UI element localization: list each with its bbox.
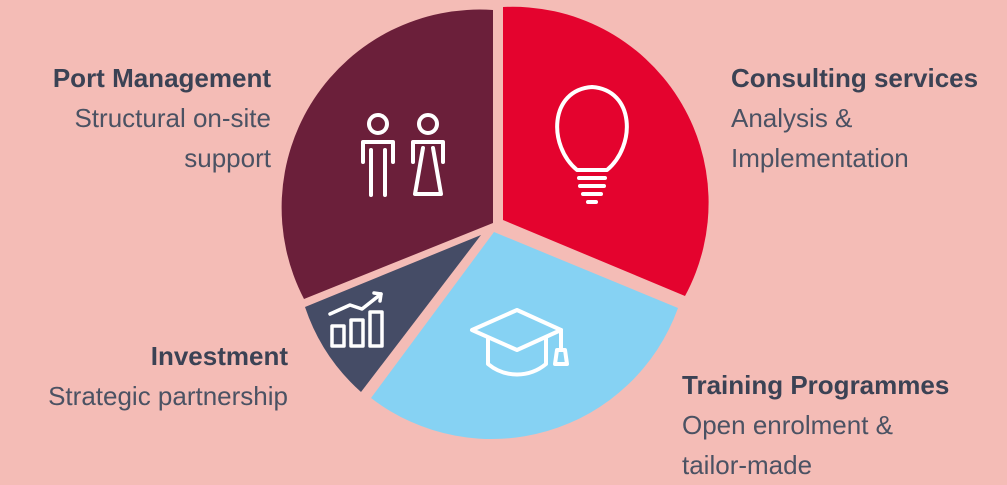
people-icon <box>361 113 445 197</box>
label-investment: Investment Strategic partnership <box>0 336 288 416</box>
label-port-management: Port Management Structural on-site suppo… <box>0 58 271 178</box>
training-desc-line1: Open enrolment & <box>682 410 894 440</box>
lightbulb-icon <box>555 85 629 204</box>
training-title: Training Programmes <box>682 370 950 400</box>
consulting-desc-line2: Implementation <box>731 143 909 173</box>
segment-port-management <box>281 9 493 300</box>
segment-training <box>371 232 678 440</box>
consulting-desc-line1: Analysis & <box>731 103 853 133</box>
investment-desc-line1: Strategic partnership <box>48 381 288 411</box>
investment-title: Investment <box>150 341 288 371</box>
port-management-desc-line2: support <box>184 143 271 173</box>
label-consulting: Consulting services Analysis & Implement… <box>731 58 1001 178</box>
segment-consulting <box>503 6 709 297</box>
label-training: Training Programmes Open enrolment & tai… <box>682 365 1002 485</box>
port-management-desc-line1: Structural on-site <box>74 103 271 133</box>
port-management-title: Port Management <box>52 63 271 93</box>
consulting-title: Consulting services <box>731 63 979 93</box>
training-desc-line2: tailor-made <box>682 450 813 480</box>
graduation-cap-icon <box>470 308 569 377</box>
growth-chart-icon <box>328 291 384 348</box>
segment-investment <box>305 235 481 392</box>
